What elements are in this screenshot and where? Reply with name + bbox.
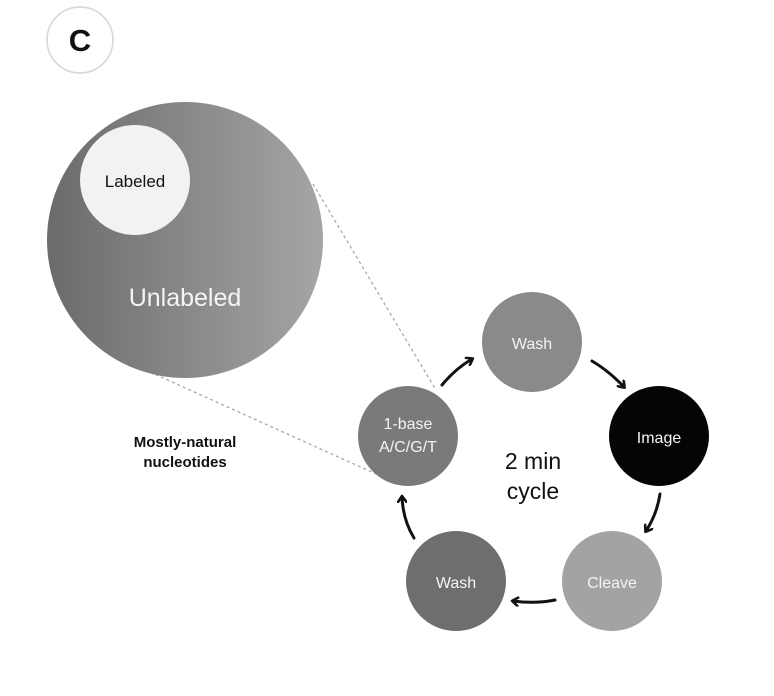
step-image-circle: [609, 386, 709, 486]
labeled-circle: [80, 125, 190, 235]
step-one-base-line2: A/C/G/T: [379, 439, 437, 456]
step-wash-top: Wash: [482, 292, 582, 392]
step-wash-bottom: Wash: [406, 531, 506, 631]
arrow-wash-to-one-base-icon: [402, 497, 416, 540]
panel-label: C: [46, 6, 114, 74]
step-wash-top-label: Wash: [512, 336, 552, 353]
step-wash-bottom-label: Wash: [436, 575, 476, 592]
panel-label-badge: [46, 6, 114, 74]
zoom-line-upper: [312, 183, 437, 391]
panel-label-text: C: [69, 23, 91, 58]
step-wash-top-circle: [482, 292, 582, 392]
pool-caption: Mostly-natural nucleotides: [134, 434, 237, 471]
step-image-label: Image: [637, 430, 682, 447]
step-one-base-circle: [358, 386, 458, 486]
cycle-center-line2: cycle: [507, 478, 559, 504]
step-cleave: Cleave: [562, 531, 662, 631]
arrow-cleave-to-wash-icon: [513, 600, 557, 602]
arrow-wash-to-image-icon: [590, 359, 624, 387]
step-image: Image: [609, 386, 709, 486]
step-cleave-label: Cleave: [587, 575, 637, 592]
caption-line-2: nucleotides: [143, 454, 226, 471]
cycle-arrows: [402, 359, 662, 602]
caption-line-1: Mostly-natural: [134, 434, 237, 451]
step-wash-bottom-circle: [406, 531, 506, 631]
arrow-one-base-to-wash-icon: [440, 359, 472, 387]
unlabeled-circle: [47, 102, 323, 378]
unlabeled-label: Unlabeled: [129, 284, 242, 312]
step-one-base: 1-base A/C/G/T: [358, 386, 458, 486]
zoom-lines: [149, 183, 437, 475]
labeled-label: Labeled: [105, 172, 166, 191]
cycle-center-line1: 2 min: [505, 448, 561, 474]
step-one-base-line1: 1-base: [384, 416, 433, 433]
cycle: 1-base A/C/G/T Wash Image Cleave Wash 2 …: [358, 292, 709, 631]
zoom-line-lower: [149, 371, 377, 475]
arrow-image-to-cleave-icon: [646, 492, 662, 531]
step-cleave-circle: [562, 531, 662, 631]
nucleotide-pool: Unlabeled Labeled: [47, 102, 323, 378]
